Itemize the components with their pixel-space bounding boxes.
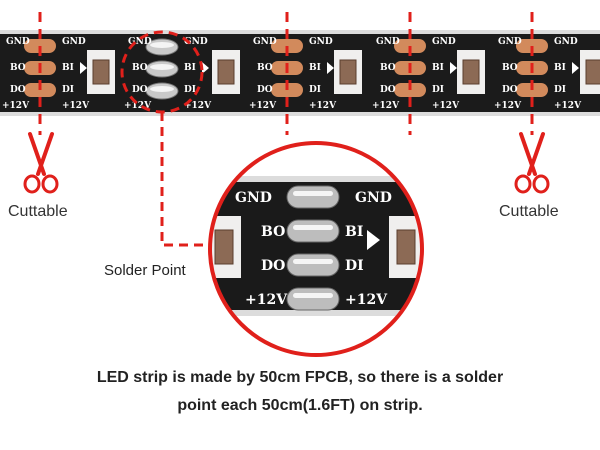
direction-arrow bbox=[202, 62, 209, 74]
solder-pad-shine bbox=[150, 86, 174, 92]
mag-solder-pad bbox=[286, 253, 340, 277]
solder-pad-shine bbox=[150, 42, 174, 48]
pad-label-12v: +12V bbox=[432, 101, 460, 111]
copper-pad bbox=[516, 83, 548, 97]
pad-label-do: DO bbox=[10, 85, 26, 95]
mag-solder-shine bbox=[293, 191, 333, 196]
pad-label-gnd: GND bbox=[432, 37, 456, 47]
pad-label-bo: BO bbox=[380, 63, 396, 73]
copper-pad bbox=[271, 83, 303, 97]
pad-label-gnd: GND bbox=[6, 37, 30, 47]
pad-label-12v: +12V bbox=[309, 101, 337, 111]
direction-arrow bbox=[80, 62, 87, 74]
mag-label-bi: BI bbox=[345, 224, 363, 240]
led-die bbox=[339, 59, 357, 85]
pad-label-di: DI bbox=[62, 85, 74, 95]
pad-label-bi: BI bbox=[554, 63, 566, 73]
pad-label-bi: BI bbox=[62, 63, 74, 73]
pad-label-gnd: GND bbox=[554, 37, 578, 47]
caption-line-1: LED strip is made by 50cm FPCB, so there… bbox=[96, 369, 504, 386]
cuttable-label-left: Cuttable bbox=[8, 203, 68, 220]
pad-label-gnd: GND bbox=[253, 37, 277, 47]
solder-point-label: Solder Point bbox=[104, 262, 186, 279]
pad-label-do: DO bbox=[132, 85, 148, 95]
pad-label-12v: +12V bbox=[249, 101, 277, 111]
pad-label-12v: +12V bbox=[554, 101, 582, 111]
mag-label-12v-left: +12V bbox=[245, 292, 288, 308]
led-die bbox=[217, 59, 235, 85]
mag-label-bo: BO bbox=[261, 224, 285, 240]
pad-label-12v: +12V bbox=[372, 101, 400, 111]
pad-label-do: DO bbox=[502, 85, 518, 95]
pad-label-bi: BI bbox=[184, 63, 196, 73]
mag-label-gnd-left: GND bbox=[235, 190, 272, 206]
scissors-icon bbox=[514, 132, 550, 194]
pad-label-bi: BI bbox=[309, 63, 321, 73]
pad-label-12v: +12V bbox=[62, 101, 90, 111]
pad-label-di: DI bbox=[432, 85, 444, 95]
led-die bbox=[92, 59, 110, 85]
pad-label-12v: +12V bbox=[184, 101, 212, 111]
solder-highlight bbox=[120, 30, 218, 247]
mag-label-12v-right: +12V bbox=[345, 292, 388, 308]
pad-label-bo: BO bbox=[132, 63, 148, 73]
pad-label-bo: BO bbox=[257, 63, 273, 73]
pad-label-gnd: GND bbox=[376, 37, 400, 47]
pad-label-bo: BO bbox=[10, 63, 26, 73]
pad-label-gnd: GND bbox=[128, 37, 152, 47]
magnified-view: GND GND BO BI DO DI +12V +12V bbox=[208, 141, 424, 357]
pad-label-12v: +12V bbox=[2, 101, 30, 111]
copper-pad bbox=[24, 83, 56, 97]
pad-label-12v: +12V bbox=[494, 101, 522, 111]
led-strip: GND GND BO BI DO DI +12V +12V GND GND BO BI DO DI +12V… bbox=[0, 30, 600, 116]
mag-solder-shine bbox=[293, 225, 333, 230]
pad-label-di: DI bbox=[309, 85, 321, 95]
pad-label-bo: BO bbox=[502, 63, 518, 73]
pad-label-do: DO bbox=[380, 85, 396, 95]
caption-line-2: point each 50cm(1.6FT) on strip. bbox=[177, 397, 423, 414]
mag-solder-shine bbox=[293, 259, 333, 264]
scissors-icon bbox=[23, 132, 59, 194]
pad-label-gnd: GND bbox=[309, 37, 333, 47]
mag-label-gnd-right: GND bbox=[355, 190, 392, 206]
pad-label-12v: +12V bbox=[124, 101, 152, 111]
mag-label-di: DI bbox=[345, 258, 364, 274]
mag-solder-pad bbox=[286, 219, 340, 243]
copper-pad bbox=[394, 83, 426, 97]
pad-label-do: DO bbox=[257, 85, 273, 95]
cut-lines bbox=[38, 12, 534, 135]
pad-label-gnd: GND bbox=[62, 37, 86, 47]
pad-label-di: DI bbox=[184, 85, 196, 95]
pad-label-bi: BI bbox=[432, 63, 444, 73]
pad-label-di: DI bbox=[554, 85, 566, 95]
cuttable-label-right: Cuttable bbox=[499, 203, 559, 220]
led-die bbox=[462, 59, 480, 85]
mag-solder-pad bbox=[286, 185, 340, 209]
direction-arrow bbox=[327, 62, 334, 74]
pad-label-gnd: GND bbox=[498, 37, 522, 47]
solder-pad-shine bbox=[150, 64, 174, 70]
mag-label-do: DO bbox=[261, 258, 285, 274]
mag-solder-pad bbox=[286, 287, 340, 311]
led-die bbox=[585, 59, 600, 85]
direction-arrow bbox=[572, 62, 579, 74]
pad-label-gnd: GND bbox=[184, 37, 208, 47]
direction-arrow bbox=[450, 62, 457, 74]
mag-solder-shine bbox=[293, 293, 333, 298]
